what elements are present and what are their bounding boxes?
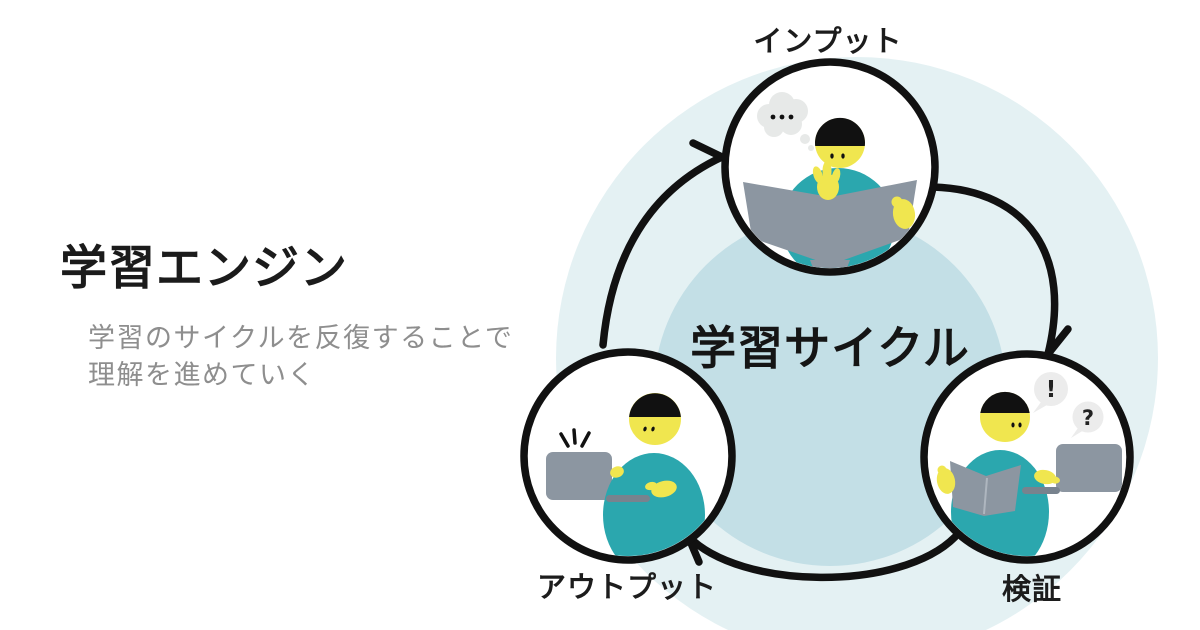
question-glyph: ?	[1082, 406, 1094, 430]
person-head	[980, 391, 1030, 442]
hair	[980, 391, 1030, 413]
node-input	[721, 58, 939, 276]
typing-hand	[610, 466, 624, 478]
hair	[629, 393, 681, 417]
node-output	[520, 348, 736, 564]
intro-block: 学習エンジン 学習のサイクルを反復することで 理解を進めていく	[60, 241, 530, 395]
node-verification: ! ?	[920, 350, 1134, 564]
exclamation-glyph: !	[1046, 377, 1057, 403]
node-label-verification: 検証	[1002, 572, 1062, 606]
holding-hand	[936, 465, 956, 494]
arrow-input-to-verification	[929, 183, 1072, 358]
subtitle-line-2: 理解を進めていく	[88, 360, 316, 392]
node-label-output: アウトプット	[537, 570, 717, 604]
right-hand	[891, 196, 916, 229]
laptop-keyboard	[1022, 487, 1060, 494]
node-label-input: インプット	[753, 24, 902, 58]
laptop-icon	[546, 452, 612, 500]
subtitle-line-1: 学習のサイクルを反復することで	[88, 323, 514, 355]
exclamation-bubble: !	[1033, 372, 1068, 413]
folder-icon	[950, 461, 1021, 516]
figure-typing-person	[546, 393, 705, 556]
laptop-icon	[1056, 444, 1122, 492]
thought-cloud-icon	[757, 92, 814, 151]
figure-reading-person	[743, 92, 917, 268]
pointing-hand	[645, 480, 677, 498]
page-title: 学習エンジン	[60, 241, 348, 296]
emphasis-lines-icon	[559, 428, 591, 448]
left-hand	[812, 161, 841, 200]
question-bubble: ?	[1071, 401, 1104, 438]
hair	[815, 117, 865, 146]
pointing-hand	[1034, 469, 1060, 485]
open-book-icon	[743, 180, 917, 265]
page-subtitle: 学習のサイクルを反復することで 理解を進めていく	[88, 320, 530, 395]
laptop-keyboard	[606, 495, 650, 502]
inner-ring	[654, 214, 1006, 566]
person-head	[629, 393, 681, 445]
book-spine	[810, 260, 850, 268]
cycle-center-label: 学習サイクル	[690, 321, 970, 375]
person-head	[815, 117, 865, 168]
thought-dots	[770, 114, 794, 120]
arrow-output-to-input	[599, 139, 726, 349]
cycle-arrows	[599, 139, 1072, 582]
